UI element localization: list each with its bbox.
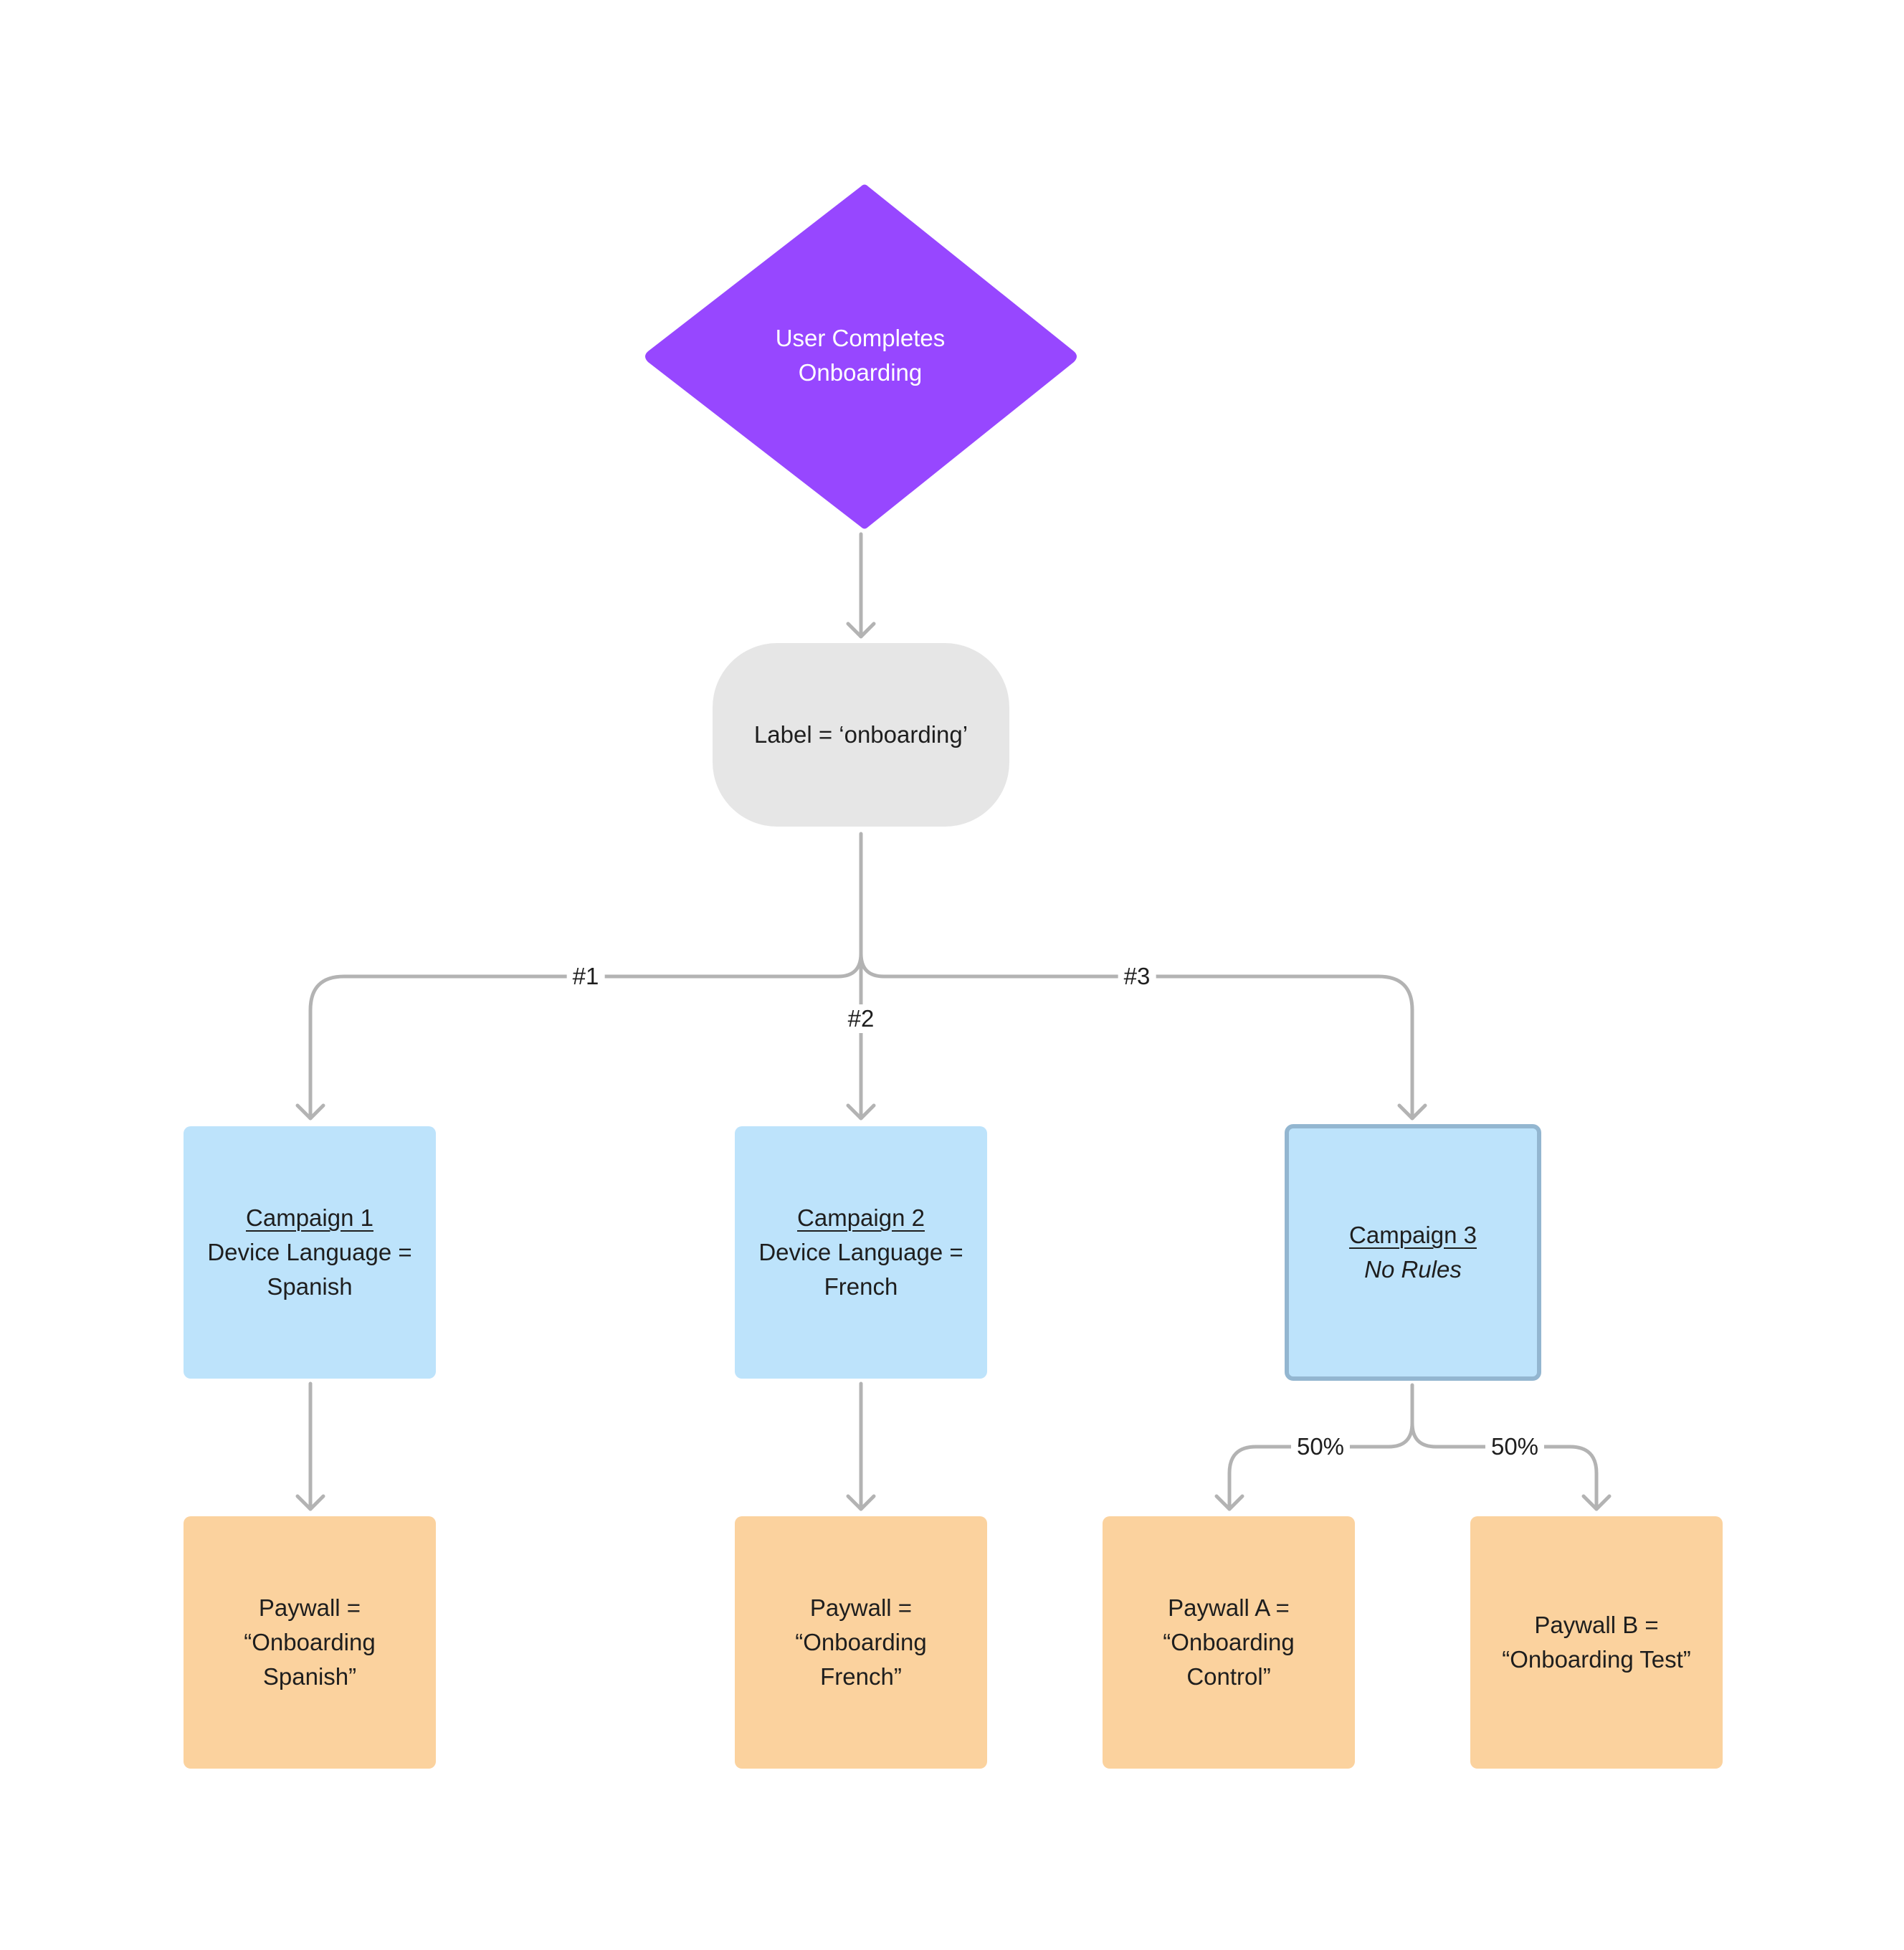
- campaign-3-title: Campaign 3: [1349, 1222, 1477, 1248]
- connector-branch-1: [308, 951, 863, 1121]
- label-condition-text: Label = ‘onboarding’: [753, 721, 968, 748]
- paywall-line-1: Paywall =: [809, 1594, 913, 1621]
- arrowhead: [846, 1494, 876, 1511]
- arrowhead: [1397, 1103, 1427, 1121]
- campaign-2-node[interactable]: Campaign 2 Device Language = French: [735, 1126, 987, 1379]
- campaign-2-rule-line-1: Device Language =: [758, 1239, 963, 1265]
- paywall-line-3: Control”: [1186, 1663, 1271, 1690]
- paywall-line-3: French”: [820, 1663, 902, 1690]
- decision-line-1: User Completes: [775, 325, 946, 351]
- arrowhead: [295, 1494, 325, 1511]
- paywall-line-2: “Onboarding: [1163, 1629, 1295, 1655]
- arrowhead: [846, 622, 876, 639]
- campaign-1-rule-line-2: Spanish: [267, 1273, 353, 1300]
- paywall-b-node[interactable]: Paywall B = “Onboarding Test”: [1470, 1516, 1723, 1769]
- arrowhead: [846, 1103, 876, 1121]
- connector-branch-3: [859, 951, 1414, 1121]
- arrowhead: [295, 1103, 325, 1121]
- branch-label-2: #2: [842, 1004, 880, 1033]
- campaign-1-rule-line-1: Device Language =: [207, 1239, 412, 1265]
- branch-label-3: #3: [1118, 962, 1156, 991]
- paywall-line-2: “Onboarding Test”: [1502, 1646, 1691, 1673]
- campaign-1-title: Campaign 1: [246, 1204, 373, 1231]
- paywall-line-3: Spanish”: [262, 1663, 357, 1690]
- connector-campaign-3-split-right: [1410, 1421, 1599, 1511]
- branch-label-1: #1: [566, 962, 605, 991]
- campaign-3-node[interactable]: Campaign 3 No Rules: [1285, 1124, 1541, 1381]
- paywall-spanish-node[interactable]: Paywall = “Onboarding Spanish”: [184, 1516, 436, 1769]
- decision-diamond[interactable]: [645, 184, 1077, 529]
- paywall-french-node[interactable]: Paywall = “Onboarding French”: [735, 1516, 987, 1769]
- paywall-line-2: “Onboarding: [795, 1629, 927, 1655]
- decision-line-2: Onboarding: [798, 359, 923, 386]
- decision-label: User Completes Onboarding: [753, 321, 968, 390]
- paywall-line-1: Paywall A =: [1168, 1594, 1290, 1621]
- split-label-left: 50%: [1290, 1432, 1351, 1461]
- paywall-line-1: Paywall =: [258, 1594, 361, 1621]
- arrowhead: [1214, 1494, 1244, 1511]
- paywall-a-node[interactable]: Paywall A = “Onboarding Control”: [1103, 1516, 1355, 1769]
- campaign-2-title: Campaign 2: [797, 1204, 925, 1231]
- paywall-line-2: “Onboarding: [244, 1629, 376, 1655]
- paywall-line-1: Paywall B =: [1534, 1612, 1659, 1638]
- campaign-2-rule-line-2: French: [824, 1273, 898, 1300]
- campaign-1-node[interactable]: Campaign 1 Device Language = Spanish: [184, 1126, 436, 1379]
- label-condition-node[interactable]: Label = ‘onboarding’: [713, 643, 1009, 827]
- campaign-3-subtitle: No Rules: [1364, 1256, 1462, 1283]
- arrowhead: [1581, 1494, 1612, 1511]
- split-label-right: 50%: [1485, 1432, 1545, 1461]
- connector-campaign-3-split-left: [1227, 1383, 1414, 1511]
